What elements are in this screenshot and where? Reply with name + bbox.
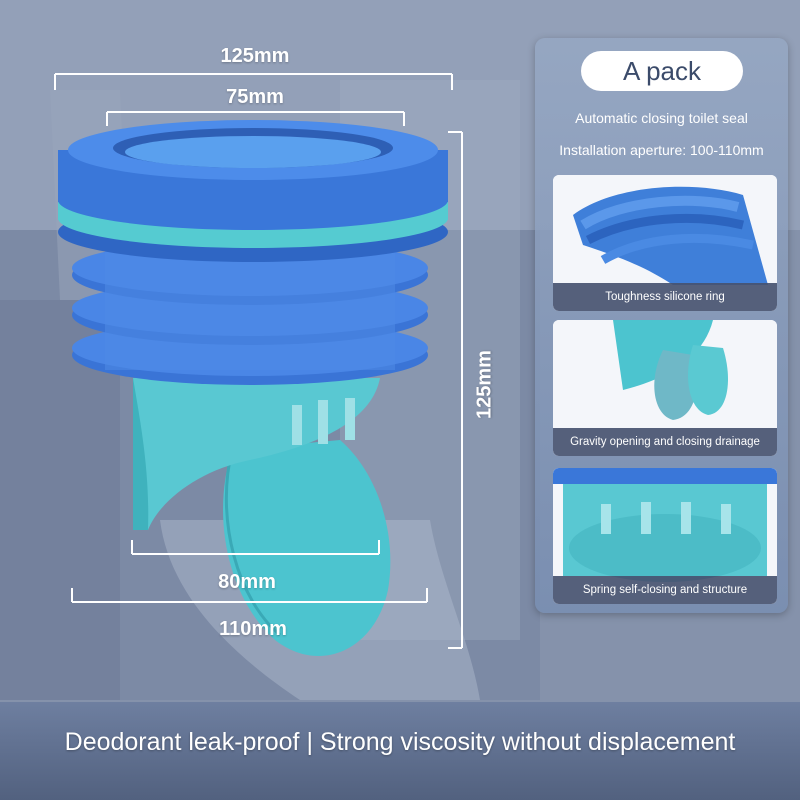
product-name: Automatic closing toilet seal — [575, 110, 748, 126]
feature-panel: A pack Automatic closing toilet seal Ins… — [535, 38, 788, 613]
feature-card-silicone-ring: Toughness silicone ring — [553, 175, 777, 311]
dimension-top-inner: 75mm — [226, 86, 284, 108]
bottom-banner-text: Deodorant leak-proof | Strong viscosity … — [64, 728, 736, 756]
installation-aperture: Installation aperture: 100-110mm — [559, 142, 764, 158]
bottom-banner — [0, 702, 800, 800]
feature-caption-spring-structure: Spring self-closing and structure — [553, 576, 777, 604]
pack-badge: A pack — [581, 51, 743, 91]
feature-caption-gravity-flap: Gravity opening and closing drainage — [553, 428, 777, 456]
dimension-bottom-inner: 80mm — [218, 571, 276, 593]
feature-caption-silicone-ring: Toughness silicone ring — [553, 283, 777, 311]
dimension-bottom-outer: 110mm — [219, 618, 287, 640]
dimension-top-outer: 125mm — [220, 45, 290, 67]
feature-card-gravity-flap: Gravity opening and closing drainage — [553, 320, 777, 456]
dimension-height: 125mm — [473, 350, 496, 419]
feature-card-spring-structure: Spring self-closing and structure — [553, 468, 777, 604]
